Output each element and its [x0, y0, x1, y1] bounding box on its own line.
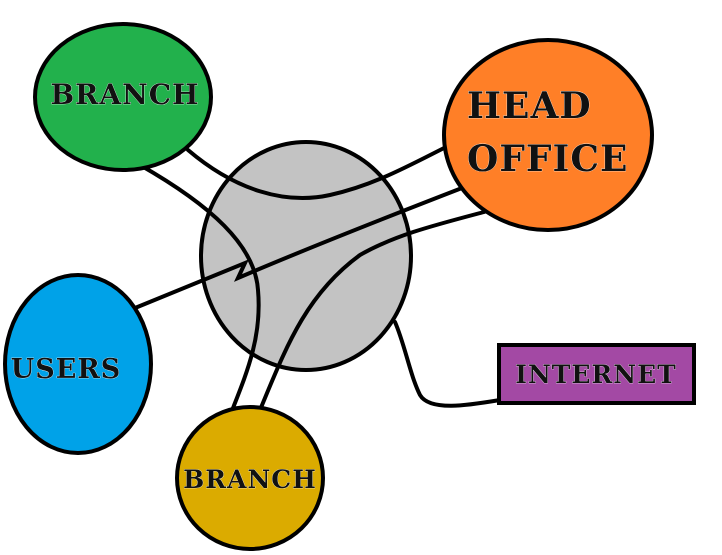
link-branch-bottom-to-head-office — [258, 210, 486, 412]
branch-top-label: BRANCH — [51, 78, 200, 111]
head-office-node — [442, 38, 654, 232]
link-hub-to-internet — [393, 320, 502, 408]
central-hub — [199, 140, 413, 372]
link-branch-top-to-head-office — [186, 143, 452, 200]
internet-node — [497, 343, 696, 405]
branch-bottom-node — [175, 405, 325, 551]
head-office-label-line2: OFFICE — [467, 138, 628, 180]
users-node — [3, 273, 153, 455]
head-office-label-line1: HEAD — [467, 85, 592, 127]
users-label: USERS — [11, 354, 122, 385]
branch-bottom-label: BRANCH — [183, 465, 317, 494]
internet-label: INTERNET — [515, 360, 677, 389]
link-branch-top-to-branch-bottom — [138, 163, 261, 410]
branch-top-node — [33, 22, 213, 172]
link-users-to-head-office — [133, 186, 464, 310]
